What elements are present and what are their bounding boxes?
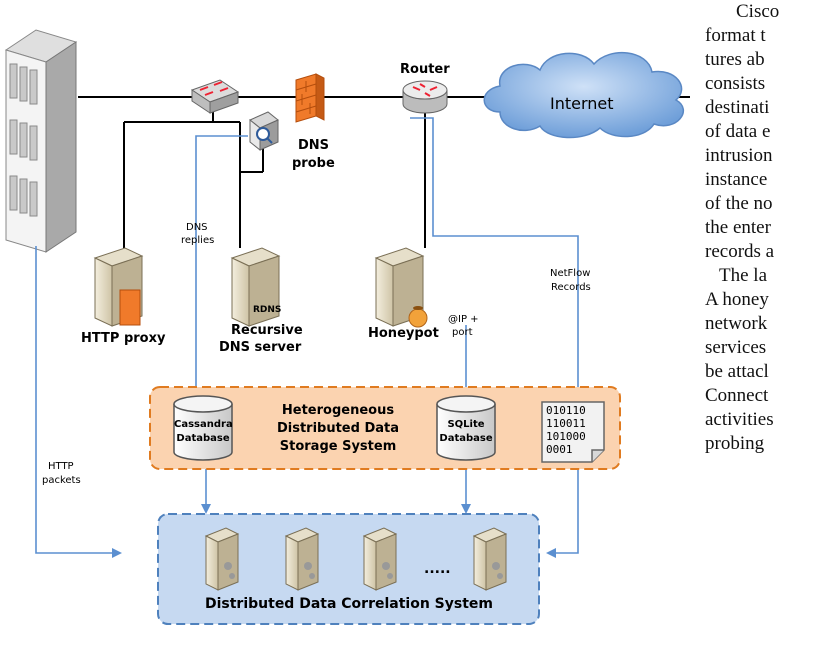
netflow-file-icon [541, 401, 605, 463]
sqlite-label-line2: Database [439, 433, 493, 444]
dns-probe-label-line2: probe [292, 156, 335, 171]
binary-line: 101000 [546, 430, 586, 443]
body-text-line: of the no [705, 193, 773, 214]
body-text-line: the enter [705, 217, 771, 238]
correlation-server-icon [204, 527, 240, 591]
storage-system-box [149, 386, 621, 470]
correlation-title: Distributed Data Correlation System [204, 596, 493, 612]
body-text-line: activities [705, 409, 774, 430]
recursive-dns-label-line2: DNS server [219, 340, 302, 355]
http-proxy-label: HTTP proxy [81, 331, 166, 346]
switch-icon [190, 79, 240, 114]
storage-title-line2: Distributed Data [276, 421, 400, 436]
ip-port-label-line2: port [452, 327, 473, 338]
body-text-line: Cisco [736, 1, 780, 22]
netflow-label-line2: Records [551, 282, 591, 293]
dns-probe-icon [249, 111, 279, 152]
body-text-line: instance [705, 169, 768, 190]
cassandra-label-line2: Database [176, 433, 230, 444]
binary-text: 010110 110011 101000 0001 [546, 404, 586, 456]
binary-line: 0001 [546, 443, 573, 456]
body-text-line: tures ab [705, 49, 765, 70]
honeypot-server-icon [374, 247, 428, 328]
correlation-servers [204, 527, 508, 591]
binary-line: 010110 [546, 404, 586, 417]
body-text-line: consists [705, 73, 766, 94]
recursive-dns-server-icon [230, 247, 281, 327]
ellipsis-label: ..... [424, 561, 451, 577]
http-proxy-server-icon [93, 247, 144, 327]
sqlite-label-line1: SQLite [447, 419, 485, 430]
body-text-line: Connect [705, 385, 769, 406]
storage-title-line1: Heterogeneous [281, 403, 395, 418]
http-packets-label-line2: packets [42, 475, 81, 486]
sqlite-database-icon [436, 395, 496, 461]
dns-replies-label-line2: replies [181, 235, 215, 246]
body-text-line: intrusion [705, 145, 773, 166]
dns-replies-label-line1: DNS [186, 222, 208, 233]
body-text-line: be attacl [705, 361, 769, 382]
correlation-server-icon [284, 527, 320, 591]
data-flow-arrows [35, 117, 583, 558]
ip-port-label-line1: @IP + [448, 314, 479, 325]
dns-probe-label-line1: DNS [298, 138, 330, 153]
body-text-line: probing [705, 433, 765, 454]
internet-cloud-icon [483, 51, 684, 139]
body-text-line: The la [719, 265, 768, 286]
router-label: Router [400, 62, 450, 77]
firewall-icon [295, 73, 325, 123]
recursive-dns-label-line1: Recursive [231, 323, 303, 338]
correlation-system-box [157, 513, 540, 625]
cassandra-label-line1: Cassandra [174, 419, 233, 430]
storage-title-line3: Storage System [279, 439, 397, 454]
body-text-line: format t [705, 25, 766, 46]
body-text-line: A honey [705, 289, 769, 310]
body-text-line: services [705, 337, 767, 358]
body-text-line: destinati [705, 97, 770, 118]
correlation-server-icon [362, 527, 398, 591]
router-icon [402, 80, 448, 114]
honeypot-label: Honeypot [368, 326, 439, 341]
internet-label: Internet [550, 94, 614, 113]
binary-line: 110011 [546, 417, 586, 430]
body-text-line: records a [705, 241, 775, 262]
body-text-line: network [705, 313, 768, 334]
building-icon [4, 29, 78, 253]
cassandra-database-icon [173, 395, 233, 461]
http-packets-label-line1: HTTP [48, 461, 74, 472]
body-text-line: of data e [705, 121, 771, 142]
rdns-tag: RDNS [253, 305, 282, 315]
netflow-label-line1: NetFlow [550, 268, 591, 279]
correlation-server-icon [472, 527, 508, 591]
